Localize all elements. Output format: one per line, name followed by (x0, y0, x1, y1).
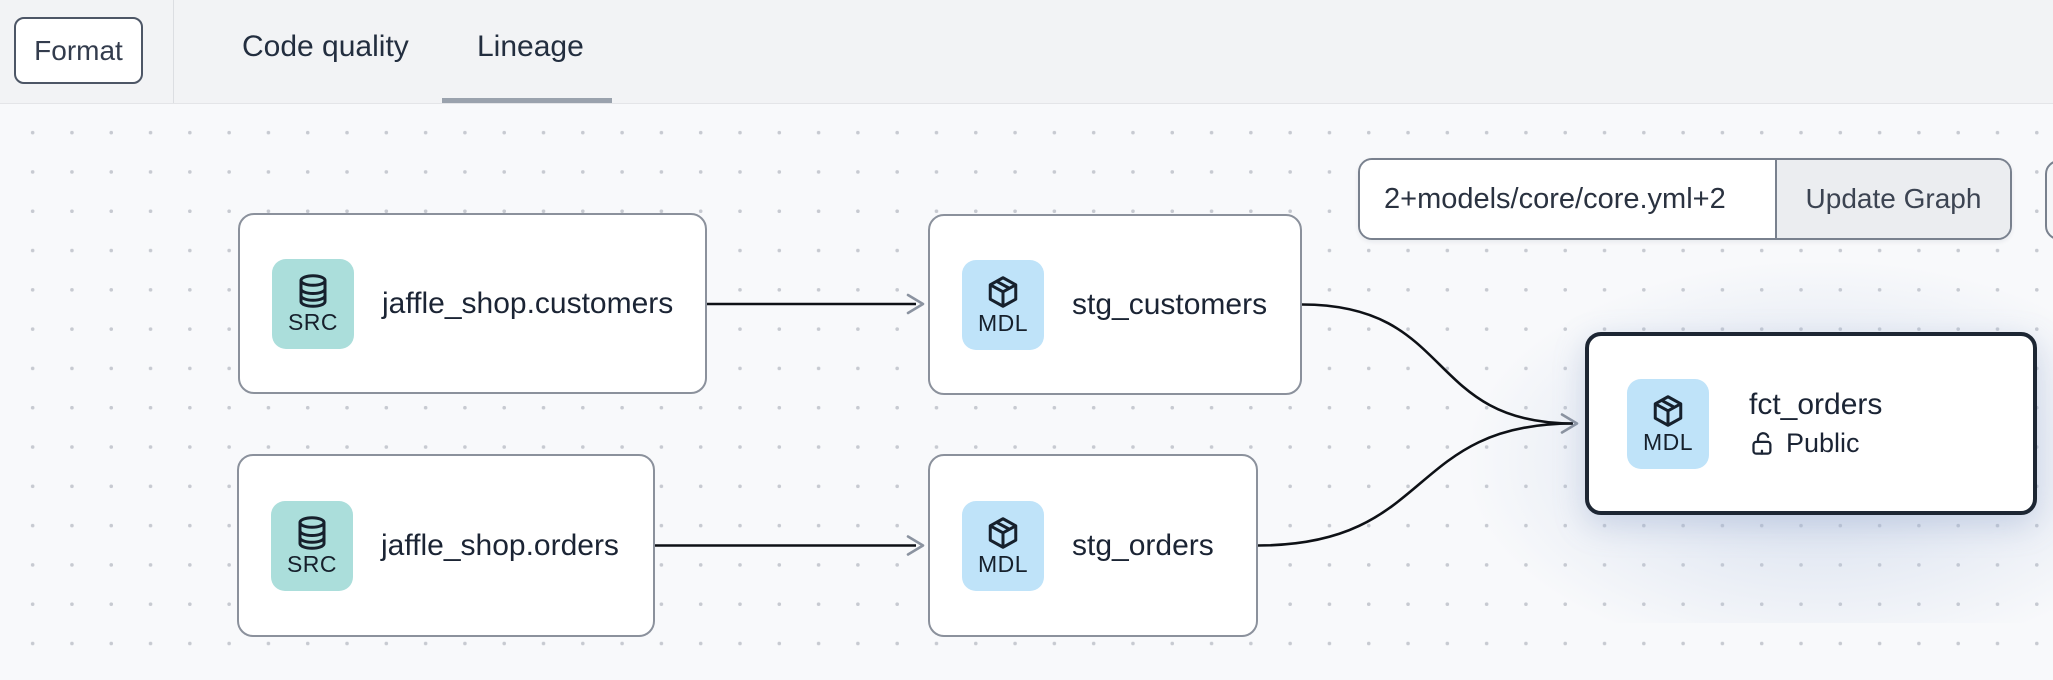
database-icon (298, 516, 326, 550)
update-graph-button[interactable]: Update Graph (1775, 160, 2010, 238)
model-badge: MDL (962, 259, 1044, 350)
lineage-selector-group: 2+models/core/core.yml+2 Update Graph (1358, 158, 2012, 240)
editor-toolbar: Format Code quality Lineage (0, 0, 2053, 104)
badge-type-label: SRC (286, 551, 338, 577)
cube-icon (1653, 395, 1683, 427)
model-badge: MDL (962, 500, 1044, 591)
node-label: stg_orders (1072, 528, 1214, 562)
tab-code-quality[interactable]: Code quality (242, 30, 409, 63)
tab-lineage[interactable]: Lineage (477, 30, 584, 63)
lineage-node-stg-orders[interactable]: MDL stg_orders (928, 454, 1258, 637)
active-tab-underline (442, 98, 612, 103)
node-label: jaffle_shop.customers (382, 286, 674, 320)
lineage-node-stg-customers[interactable]: MDL stg_customers (928, 214, 1302, 395)
lineage-node-jaffle-shop-orders[interactable]: SRC jaffle_shop.orders (237, 454, 655, 637)
source-badge: SRC (272, 258, 354, 349)
format-button[interactable]: Format (14, 17, 143, 84)
badge-type-label: MDL (1642, 429, 1694, 455)
badge-type-label: SRC (287, 309, 339, 335)
lineage-node-fct-orders[interactable]: MDL fct_orders Public (1585, 332, 2037, 515)
database-icon (299, 274, 327, 308)
access-label: Public (1786, 428, 1860, 458)
model-badge: MDL (1627, 378, 1709, 469)
node-label: stg_customers (1072, 287, 1268, 321)
cube-icon (988, 517, 1018, 549)
badge-type-label: MDL (977, 551, 1029, 577)
node-label: fct_orders (1749, 388, 1883, 421)
cube-icon (988, 276, 1018, 308)
unlock-icon (1752, 432, 1772, 455)
clipped-side-button[interactable] (2045, 160, 2053, 240)
badge-type-label: MDL (977, 310, 1029, 336)
lineage-selector-input[interactable]: 2+models/core/core.yml+2 (1360, 160, 1775, 238)
lineage-node-jaffle-shop-customers[interactable]: SRC jaffle_shop.customers (238, 213, 707, 394)
source-badge: SRC (271, 500, 353, 591)
node-label: jaffle_shop.orders (381, 528, 619, 562)
toolbar-divider (173, 0, 174, 103)
